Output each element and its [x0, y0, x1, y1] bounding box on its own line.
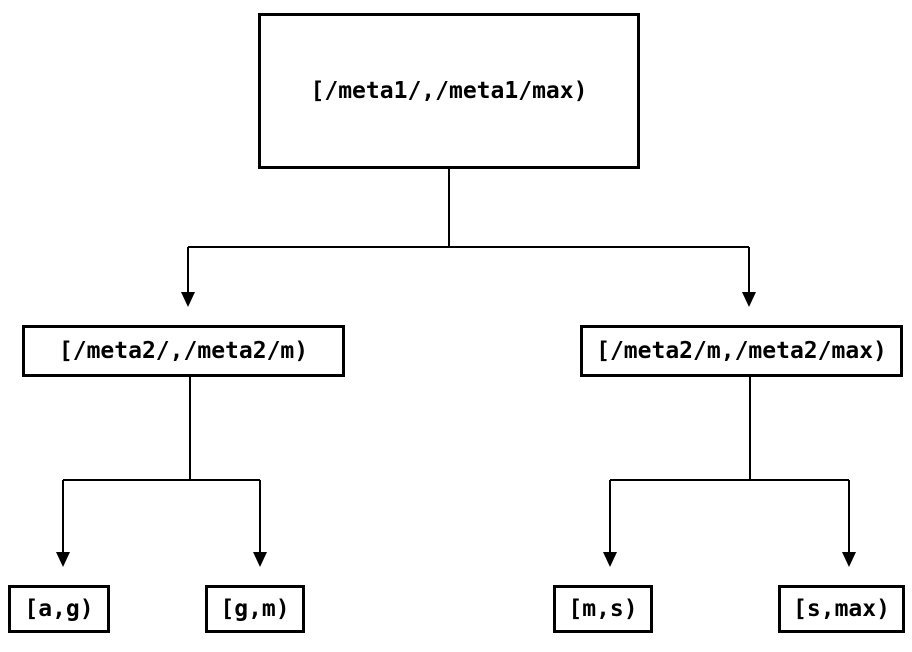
arrowhead-meta2-low-to-gm [253, 552, 267, 567]
arrowhead-meta2-low-to-ag [56, 552, 70, 567]
edge-root-to-children [187, 169, 750, 293]
edge-meta2-high-to-children [609, 377, 850, 553]
edge-meta2-low-to-children [62, 377, 261, 553]
arrowhead-meta2-high-to-smax [842, 552, 856, 567]
node-label: [m,s) [568, 596, 638, 622]
node-label: [/meta1/,/meta1/max) [310, 78, 588, 104]
tree-node-leaf-ag: [a,g) [8, 585, 110, 633]
tree-node-leaf-ms: [m,s) [553, 585, 653, 633]
node-label: [/meta2/,/meta2/m) [58, 338, 309, 364]
tree-node-root: [/meta1/,/meta1/max) [258, 13, 640, 169]
tree-node-meta2-high: [/meta2/m,/meta2/max) [580, 325, 903, 377]
tree-node-leaf-smax: [s,max) [778, 585, 905, 633]
arrowhead-root-to-meta2-high [742, 292, 756, 307]
tree-node-leaf-gm: [g,m) [205, 585, 305, 633]
node-label: [/meta2/m,/meta2/max) [596, 338, 887, 364]
arrowhead-root-to-meta2-low [181, 292, 195, 307]
node-label: [g,m) [220, 596, 290, 622]
node-label: [s,max) [793, 596, 890, 622]
tree-node-meta2-low: [/meta2/,/meta2/m) [22, 325, 345, 377]
arrowhead-meta2-high-to-ms [603, 552, 617, 567]
node-label: [a,g) [24, 596, 94, 622]
